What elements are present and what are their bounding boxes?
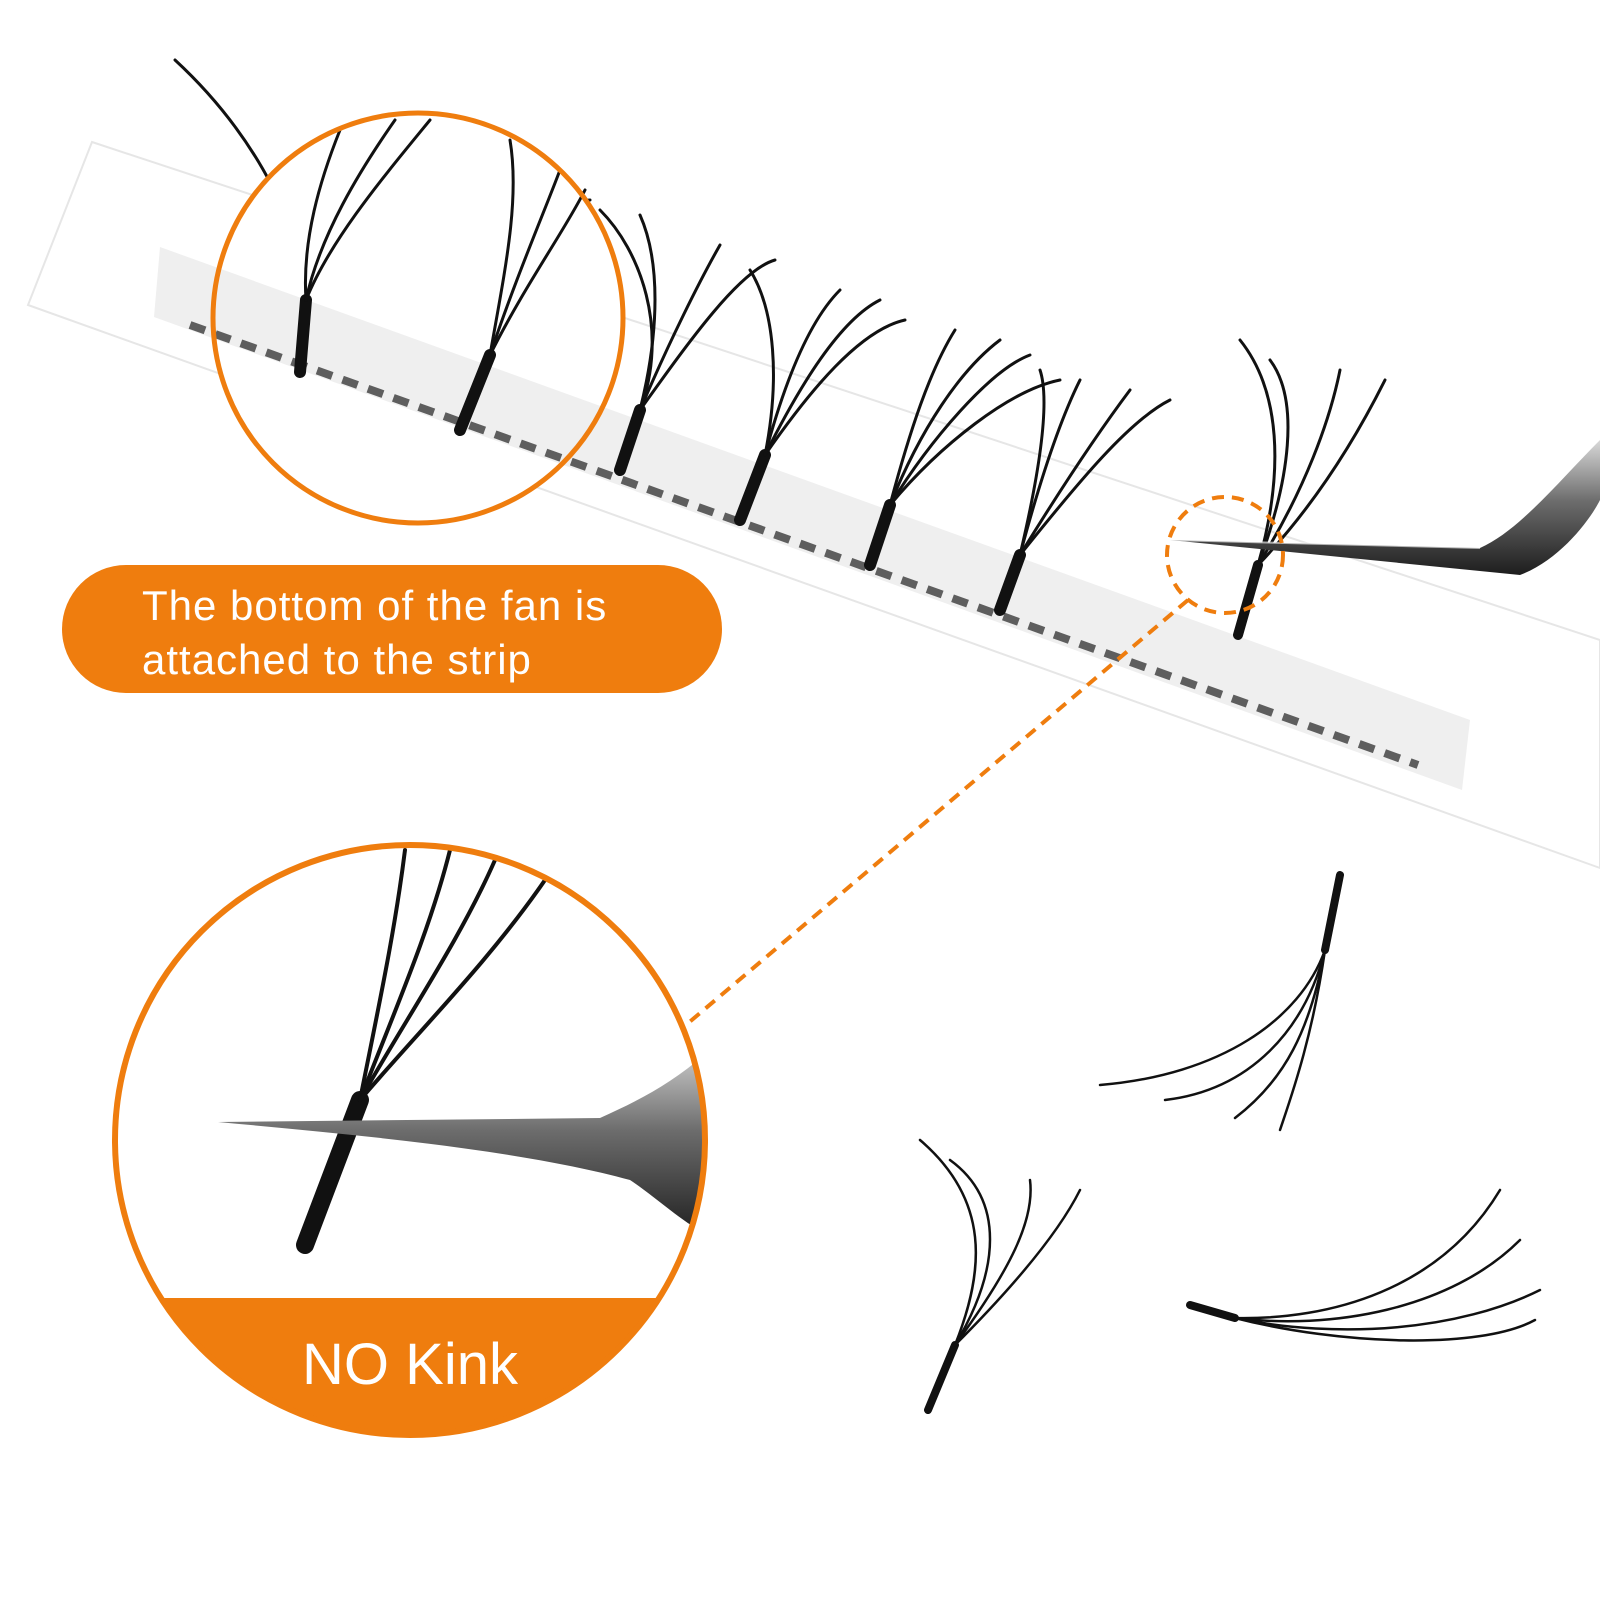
focus-dashed-circle [1165, 495, 1285, 615]
tweezer-top [1169, 440, 1600, 575]
callout-line-2: attached to the strip [142, 636, 532, 683]
zoom-circle-top [210, 110, 626, 526]
callout-line-1: The bottom of the fan is [142, 582, 608, 629]
loose-lash-fans [918, 871, 1542, 1414]
no-kink-badge-label: NO Kink [302, 1332, 518, 1397]
callout-pill: The bottom of the fan is attached to the… [62, 565, 722, 693]
connector-dashed-line [678, 598, 1190, 1032]
